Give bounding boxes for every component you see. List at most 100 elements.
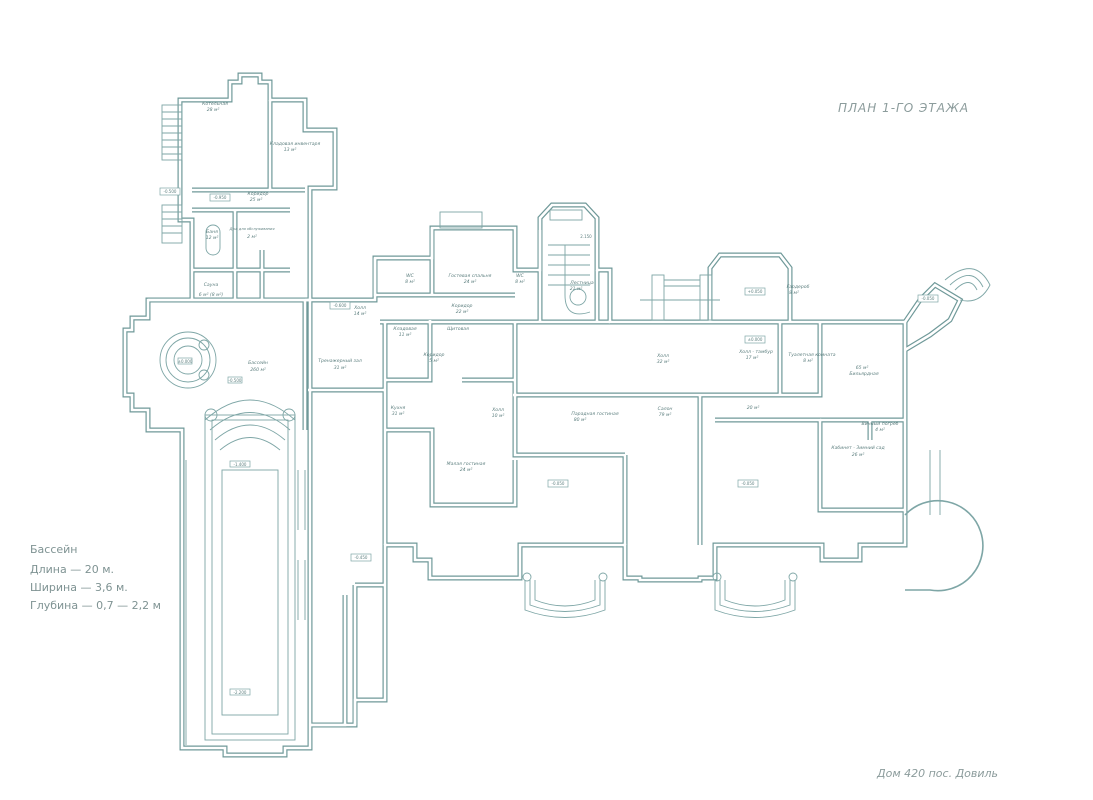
room-label: 32 м²: [657, 359, 670, 365]
room-label: Винный погреб: [861, 421, 898, 427]
stairs-left: [161, 104, 183, 244]
room-label: Бильярдная: [849, 371, 878, 377]
room-label: 12 м²: [206, 235, 219, 241]
room-label: 24 м²: [464, 279, 477, 285]
room-label: Малая гостиная: [447, 461, 486, 467]
round-terrace: [904, 499, 984, 592]
room-label: Туалетная комната: [788, 352, 835, 358]
room-label: Баня: [206, 229, 218, 235]
level-marks: -0.500 -0.950 -0.600 -0.450 +0.050 ±0.00…: [159, 187, 939, 696]
room-label: Тренажерный зал: [318, 358, 362, 364]
room-label: Коридор: [248, 191, 269, 197]
level-mark: -0.600: [334, 303, 347, 308]
room-label: Холл: [491, 407, 504, 413]
room-switchboard: Щитовая: [447, 326, 469, 332]
room-label: 79 м²: [659, 412, 672, 418]
level-mark: -0.450: [355, 555, 368, 560]
level-mark: -0.050: [742, 481, 755, 486]
room-label: Коридор: [424, 352, 445, 358]
pool-notes-heading: Бассейн: [30, 543, 78, 556]
room-label: 13 м²: [284, 147, 297, 153]
room-label: Гостевая спальня: [449, 273, 492, 279]
room-label: Кухня: [391, 405, 406, 411]
front-steps-right: [712, 572, 798, 618]
level-mark: -0.500: [229, 378, 242, 383]
pool-depth: Глубина — 0,7 — 2,2 м: [30, 599, 161, 612]
level-mark: ±0.000: [178, 359, 193, 364]
footer-caption: Дом 420 пос. Довиль: [877, 767, 999, 780]
room-label: 8 м²: [515, 279, 525, 285]
level-mark: -0.500: [164, 189, 177, 194]
room-label: 4 м²: [875, 427, 885, 433]
level-mark: -0.050: [922, 296, 935, 301]
room-label: Парадная гостиная: [571, 411, 618, 417]
room-label: WC: [516, 273, 525, 279]
room-label: Душ для обслуживания: [228, 227, 275, 231]
room-label: 26 м²: [852, 452, 865, 458]
pool-basin: [204, 414, 296, 741]
room-label: Котельная: [202, 101, 228, 107]
room-label: 31 м²: [334, 365, 347, 371]
room-wc-2: WC8 м²: [515, 273, 525, 285]
room-label: Салон: [658, 406, 673, 412]
fixtures: [159, 104, 991, 745]
room-label: Бассейн: [248, 360, 268, 366]
bathtub: [205, 224, 221, 256]
room-label: 10 м²: [492, 413, 505, 419]
pool-length: Длина — 20 м.: [30, 563, 114, 576]
room-label: 21 м²: [570, 286, 583, 292]
room-label: WC: [406, 273, 415, 279]
room-20: 20 м²: [747, 405, 760, 411]
room-label: 65 м²: [856, 365, 869, 371]
room-label: 28 м²: [207, 107, 220, 113]
pool-width: Ширина — 3,6 м.: [30, 581, 128, 594]
room-label: Холл: [353, 305, 366, 311]
jacuzzi: [159, 331, 217, 389]
room-label: 260 м²: [250, 367, 266, 373]
room-label: Кладовая: [393, 326, 417, 332]
room-label: 24 м²: [460, 467, 473, 473]
plan-title: ПЛАН 1-ГО ЭТАЖА: [838, 101, 970, 115]
room-label: 22 м²: [456, 309, 469, 315]
room-label: Холл - тамбур: [738, 349, 773, 355]
spiral-stair: [548, 244, 591, 315]
level-mark: +0.050: [748, 289, 763, 294]
room-label: 17 м²: [746, 355, 759, 361]
room-label: 8 м²: [803, 358, 813, 364]
room-label: Щитовая: [447, 326, 469, 332]
room-label: Гардероб: [787, 284, 810, 290]
level-mark: -0.050: [552, 481, 565, 486]
room-label: 8 м²: [789, 290, 799, 296]
level-mark: -2.200: [234, 690, 247, 695]
pergola: [439, 209, 720, 321]
room-label: 11 м²: [399, 332, 412, 338]
front-steps-left: [522, 572, 608, 618]
stair-right: [944, 268, 991, 302]
room-label: 5 м²: [429, 358, 439, 364]
room-label: Холл: [656, 353, 669, 359]
room-label: Сауна: [204, 282, 219, 288]
